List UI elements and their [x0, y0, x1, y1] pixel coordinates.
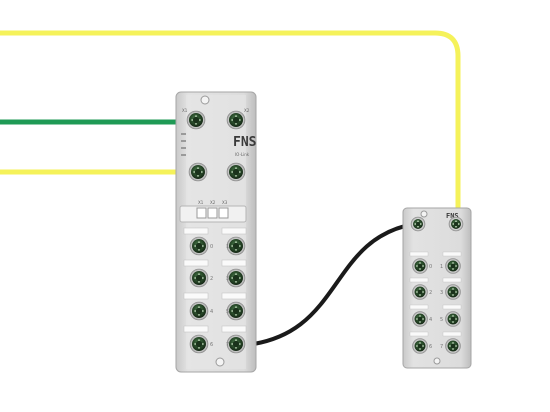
io-link-hub-module: FNS 0 1 2 3 4 5 6 7: [402, 207, 472, 369]
hub-uplink-connector: [410, 216, 426, 232]
port-number-label: 2: [210, 276, 213, 282]
port-number-label: 0: [210, 244, 213, 250]
mounting-hole-bottom: [215, 357, 225, 367]
power-out-connector: [226, 162, 246, 182]
mounting-hole-top: [200, 95, 210, 105]
hub-port-label-plate: [442, 277, 462, 283]
port-number-label: 7: [226, 342, 229, 348]
main-io-link-module: X1 X2 FNS IO-Link X1 X2 X3 0 1 2 3 4 5 6 7: [175, 91, 257, 373]
port-number-label: 1: [226, 244, 229, 250]
hub-port-label-plate: [409, 304, 429, 310]
port-label-x2: X2: [244, 108, 250, 113]
port-x2-connector: [226, 110, 246, 130]
io-link-led-panel: [179, 205, 247, 223]
io-port-7: [226, 334, 246, 354]
port-label-x1: X1: [182, 108, 188, 113]
hub-port-number-label: 1: [440, 264, 443, 270]
hub-port-1: [445, 258, 461, 274]
port-label-plate: [221, 227, 247, 235]
port-number-label: 4: [210, 309, 213, 315]
hub-brand-logo: FNS: [446, 212, 459, 220]
hub-port-label-plate: [409, 277, 429, 283]
io-port-4: [189, 301, 209, 321]
led-column: [181, 133, 186, 156]
hub-port-7: [445, 338, 461, 354]
hub-port-number-label: 6: [429, 344, 432, 350]
hub-mounting-hole-top: [420, 210, 428, 218]
brand-logo: FNS: [233, 135, 257, 150]
yellow-network-cable: [0, 30, 461, 225]
io-port-5: [226, 301, 246, 321]
io-port-6: [189, 334, 209, 354]
black-io-link-cable: [234, 222, 416, 348]
port-number-label: 6: [210, 342, 213, 348]
status-led-label-x3: X3: [222, 200, 228, 205]
port-number-label: 3: [226, 276, 229, 282]
main-module-ports: 0 1 2 3 4 5 6 7: [183, 110, 247, 354]
hub-port-label-plate: [442, 304, 462, 310]
hub-port-number-label: 7: [440, 344, 443, 350]
power-in-connector: [188, 162, 208, 182]
hub-port-number-label: 2: [429, 290, 432, 296]
io-port-3: [226, 268, 246, 288]
hub-port-label-plate: [409, 331, 429, 337]
hub-port-6: [412, 338, 428, 354]
hub-port-5: [445, 311, 461, 327]
port-label-plate: [221, 292, 247, 300]
hub-module-ports: 0 1 2 3 4 5 6 7: [409, 216, 464, 354]
status-led-label-x2: X2: [210, 200, 216, 205]
hub-port-number-label: 5: [440, 317, 443, 323]
product-label: IO-Link: [235, 152, 250, 157]
hub-port-label-plate: [442, 251, 462, 257]
port-label-plate: [183, 292, 209, 300]
hub-port-number-label: 0: [429, 264, 432, 270]
status-led-label-x1: X1: [198, 200, 204, 205]
hub-port-4: [412, 311, 428, 327]
hub-port-0: [412, 258, 428, 274]
hub-port-label-plate: [442, 331, 462, 337]
hub-aux-connector: [448, 216, 464, 232]
hub-port-label-plate: [409, 251, 429, 257]
hub-port-number-label: 3: [440, 290, 443, 296]
port-label-plate: [183, 259, 209, 267]
port-label-plate: [183, 227, 209, 235]
io-port-2: [189, 268, 209, 288]
port-label-plate: [221, 325, 247, 333]
io-port-0: [189, 236, 209, 256]
hub-port-2: [412, 284, 428, 300]
port-number-label: 5: [226, 309, 229, 315]
io-port-1: [226, 236, 246, 256]
port-label-plate: [221, 259, 247, 267]
port-x1-connector: [186, 110, 206, 130]
port-label-plate: [183, 325, 209, 333]
hub-port-number-label: 4: [429, 317, 432, 323]
hub-port-3: [445, 284, 461, 300]
hub-mounting-hole-bottom: [433, 357, 441, 365]
